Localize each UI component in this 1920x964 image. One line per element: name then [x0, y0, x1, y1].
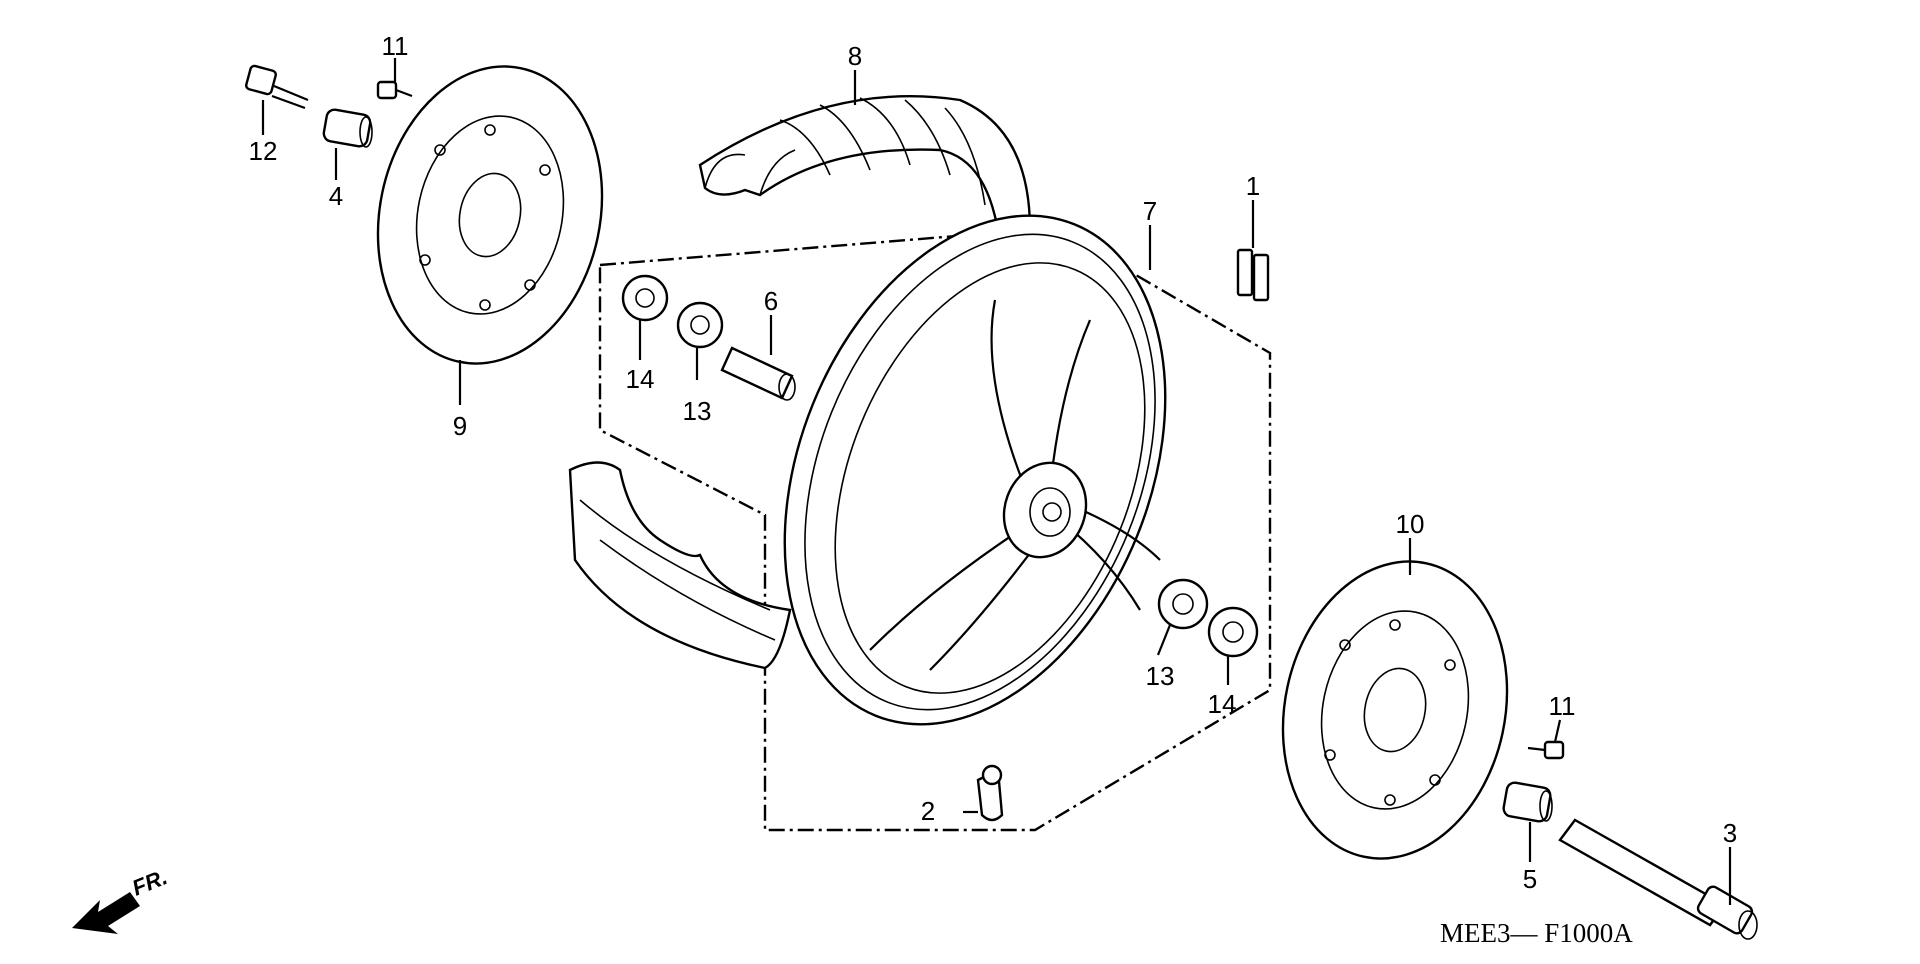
callout-8: 8 — [848, 41, 862, 71]
screw-11-lower — [1527, 740, 1565, 760]
valve-2 — [976, 764, 1004, 822]
collar-5 — [1502, 781, 1553, 823]
wheel-rim — [783, 214, 1167, 726]
assembly-boundary — [598, 226, 1272, 832]
spacer-6 — [720, 346, 796, 401]
clip-1 — [1236, 248, 1270, 302]
collar-4 — [322, 108, 373, 148]
callout-14-upper: 14 — [626, 364, 655, 394]
bearing-13-lower — [1157, 578, 1209, 630]
callout-12: 12 — [249, 136, 278, 166]
callout-3: 3 — [1723, 818, 1737, 848]
screw-11-upper — [376, 80, 413, 100]
callout-11-lower: 11 — [1549, 691, 1576, 721]
bearing-14-upper — [621, 274, 669, 322]
bearing-14-lower — [1207, 606, 1259, 658]
tire-lower — [568, 461, 792, 670]
callout-1: 1 — [1246, 171, 1260, 201]
front-direction-label: FR. — [129, 864, 171, 900]
callout-6: 6 — [764, 286, 778, 316]
diagram-code: MEE3— F1000A — [1440, 918, 1633, 948]
axle-3 — [1558, 818, 1758, 940]
callout-14-lower: 14 — [1208, 689, 1237, 719]
callout-11-upper: 11 — [382, 31, 409, 61]
leader-lines — [261, 58, 1732, 905]
callout-5: 5 — [1523, 864, 1537, 894]
callout-9: 9 — [453, 411, 467, 441]
bolt-12 — [245, 64, 309, 110]
brake-disc-left — [376, 65, 604, 365]
callout-4: 4 — [329, 181, 343, 211]
callout-2: 2 — [921, 796, 935, 826]
brake-disc-right — [1281, 560, 1509, 860]
callout-13-lower: 13 — [1146, 661, 1175, 691]
callout-13-upper: 13 — [683, 396, 712, 426]
callout-7: 7 — [1143, 196, 1157, 226]
bearing-13-upper — [676, 301, 724, 349]
front-direction-arrow-icon — [72, 892, 140, 934]
callout-10: 10 — [1396, 509, 1425, 539]
tire-upper — [698, 95, 1032, 247]
